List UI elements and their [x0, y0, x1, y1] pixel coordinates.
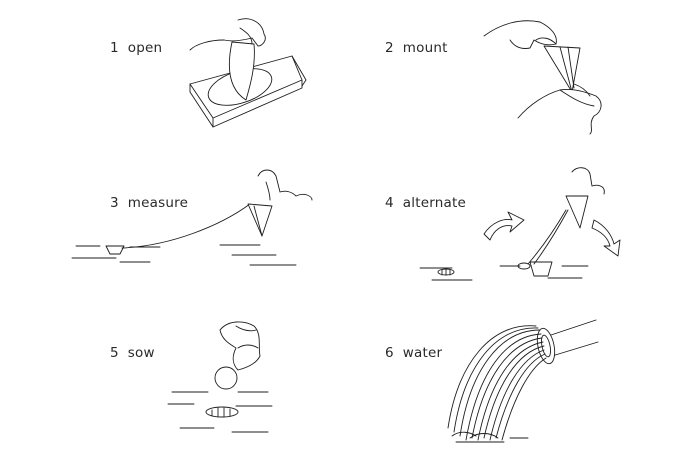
step-4-text: alternate: [402, 195, 466, 211]
step-2-number: 2: [385, 40, 394, 56]
step-6-label: 6 water: [385, 345, 442, 361]
step-4-label: 4 alternate: [385, 195, 466, 211]
mount-cone-illustration: [483, 20, 602, 135]
step-5-text: sow: [127, 345, 155, 361]
sow-seed-illustration: [167, 321, 273, 433]
step-6-text: water: [402, 345, 443, 361]
step-4-number: 4: [385, 195, 394, 211]
watering-hose-illustration: [447, 319, 599, 443]
step-2-text: mount: [402, 40, 448, 56]
measure-string-illustration: [71, 169, 313, 266]
step-1-label: 1 open: [110, 40, 162, 56]
step-3-label: 3 measure: [110, 195, 188, 211]
step-3-number: 3: [110, 195, 119, 211]
step-3-text: measure: [127, 195, 189, 211]
alternate-arrows-illustration: [419, 167, 621, 281]
step-5-label: 5 sow: [110, 345, 155, 361]
step-5-number: 5: [110, 345, 119, 361]
step-2-label: 2 mount: [385, 40, 448, 56]
open-packet-illustration: [189, 18, 307, 128]
step-6-number: 6: [385, 345, 394, 361]
step-1-number: 1: [110, 40, 119, 56]
step-1-text: open: [127, 40, 163, 56]
